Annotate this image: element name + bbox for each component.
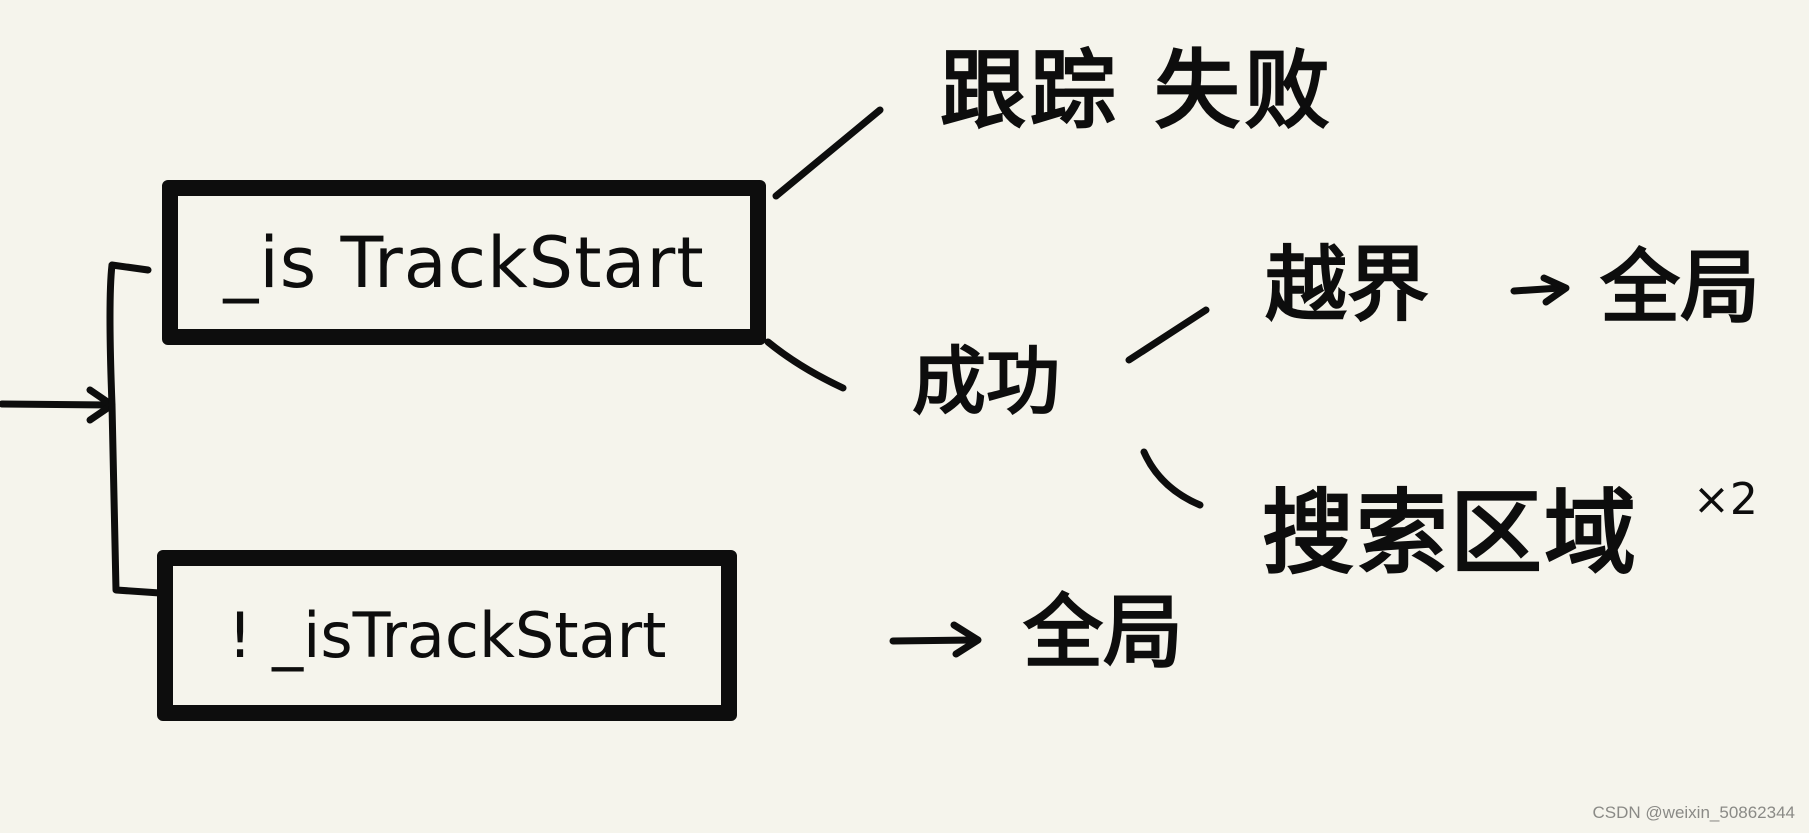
not-start-to-global-arrowhead — [950, 621, 982, 658]
success-label: 成功 — [912, 339, 1060, 425]
not-is-track-start-label: ! _isTrackStart — [227, 599, 667, 672]
global-label-top: 全局 — [1600, 241, 1760, 334]
input-arrow-line — [0, 400, 114, 409]
search-region-label: 搜索区域 — [1262, 480, 1639, 587]
outbound-to-global-arrowhead — [1540, 274, 1570, 306]
tracking-failed-label: 跟踪 失败 — [940, 41, 1334, 141]
outbound-to-global-arrow — [1510, 284, 1564, 295]
is-track-start-label: _is TrackStart — [223, 221, 705, 304]
search-connector — [1140, 448, 1204, 509]
not-start-to-global-arrow — [889, 636, 978, 645]
fail-connector — [772, 106, 884, 200]
not-is-track-start-box: ! _isTrackStart — [157, 550, 737, 721]
success-connector — [764, 338, 847, 392]
watermark: CSDN @weixin_50862344 — [1592, 803, 1795, 822]
is-track-start-box: _is TrackStart — [162, 180, 766, 345]
global-label-bottom: 全局 — [1023, 586, 1183, 679]
outbound-connector — [1125, 306, 1210, 364]
times-two-label: ×2 — [1693, 474, 1758, 525]
branch-bracket — [106, 261, 164, 597]
out-of-bounds-label: 越界 — [1265, 238, 1430, 333]
